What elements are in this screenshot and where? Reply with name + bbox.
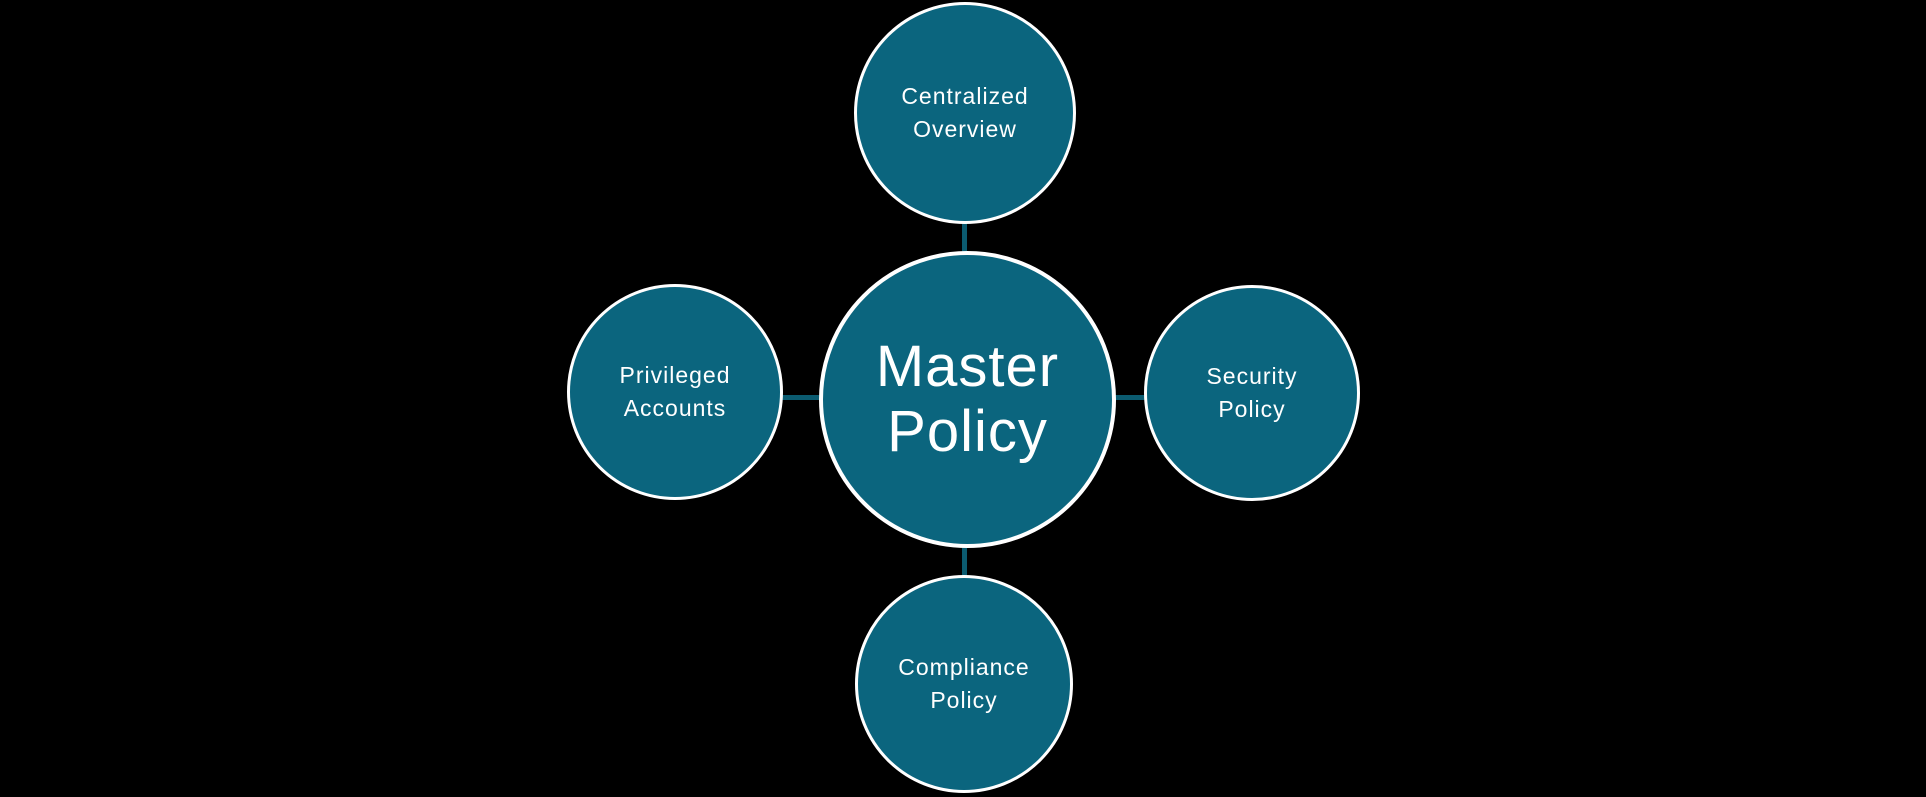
- node-label-centralized-overview: Centralized Overview: [901, 83, 1029, 142]
- node-label-security-policy: Security Policy: [1206, 363, 1298, 422]
- node-centralized-overview: Centralized Overview: [854, 2, 1076, 224]
- node-label-privileged-accounts: Privileged Accounts: [619, 362, 731, 421]
- node-master-policy: Master Policy: [819, 251, 1116, 548]
- connector-center-to-bottom: [962, 535, 967, 590]
- connector-center-to-top: [962, 205, 967, 265]
- node-security-policy: Security Policy: [1144, 285, 1360, 501]
- connector-center-to-right: [1105, 395, 1157, 400]
- node-label-master-policy: Master Policy: [875, 333, 1060, 464]
- node-privileged-accounts: Privileged Accounts: [567, 284, 783, 500]
- node-label-compliance-policy: Compliance Policy: [898, 654, 1030, 713]
- node-compliance-policy: Compliance Policy: [855, 575, 1073, 793]
- connector-center-to-left: [772, 395, 830, 400]
